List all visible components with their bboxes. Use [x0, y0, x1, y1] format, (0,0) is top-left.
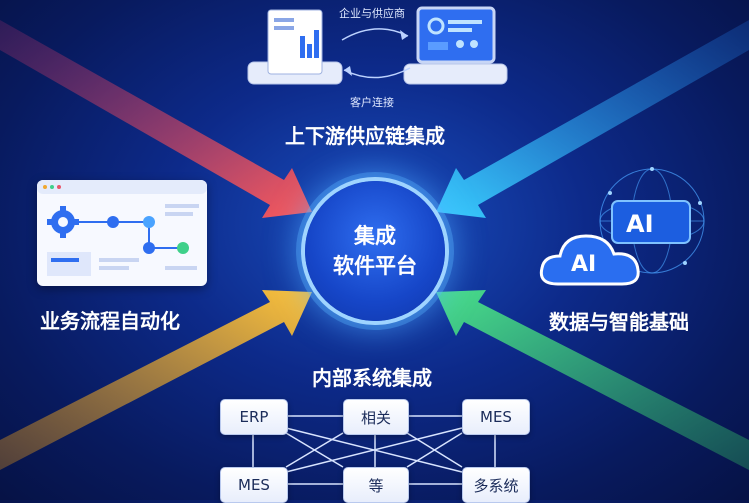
workflow-gear-icon: [37, 180, 207, 276]
hub-line-1: 集成: [354, 224, 396, 248]
system-node-multi-system: 多系统: [462, 467, 530, 503]
workflow-card: [37, 180, 207, 286]
ai-cloud-icon: [539, 234, 640, 286]
arrow-top-left: [0, 20, 312, 218]
customer-link-label: 客户连接: [350, 96, 394, 109]
ai-badge-back: AI: [626, 210, 654, 238]
hub-line-2: 软件平台: [333, 254, 417, 278]
ai-globe-icon: [599, 167, 705, 274]
supply-chain-title: 上下游供应链集成: [285, 124, 445, 148]
system-node-mes-bottom: MES: [220, 467, 288, 503]
supplier-link-label: 企业与供应商: [339, 7, 405, 20]
integration-platform-hub: 集成 软件平台: [305, 181, 445, 321]
system-node-related: 相关: [343, 399, 409, 435]
arrow-bottom-right: [436, 290, 749, 470]
workflow-automation-title: 业务流程自动化: [40, 309, 180, 333]
system-node-erp: ERP: [220, 399, 288, 435]
dashboard-monitor-icon: [403, 6, 508, 85]
system-node-mes-top: MES: [462, 399, 530, 435]
data-intelligence-title: 数据与智能基础: [549, 310, 689, 334]
arrow-top-right: [436, 20, 749, 218]
system-node-etc: 等: [343, 467, 409, 503]
ai-badge-front: AI: [571, 252, 597, 277]
arrow-bottom-left: [0, 290, 312, 470]
internal-integration-title: 内部系统集成: [312, 366, 432, 390]
cycle-arrows: [341, 28, 411, 79]
server-tower-icon: [247, 9, 343, 85]
